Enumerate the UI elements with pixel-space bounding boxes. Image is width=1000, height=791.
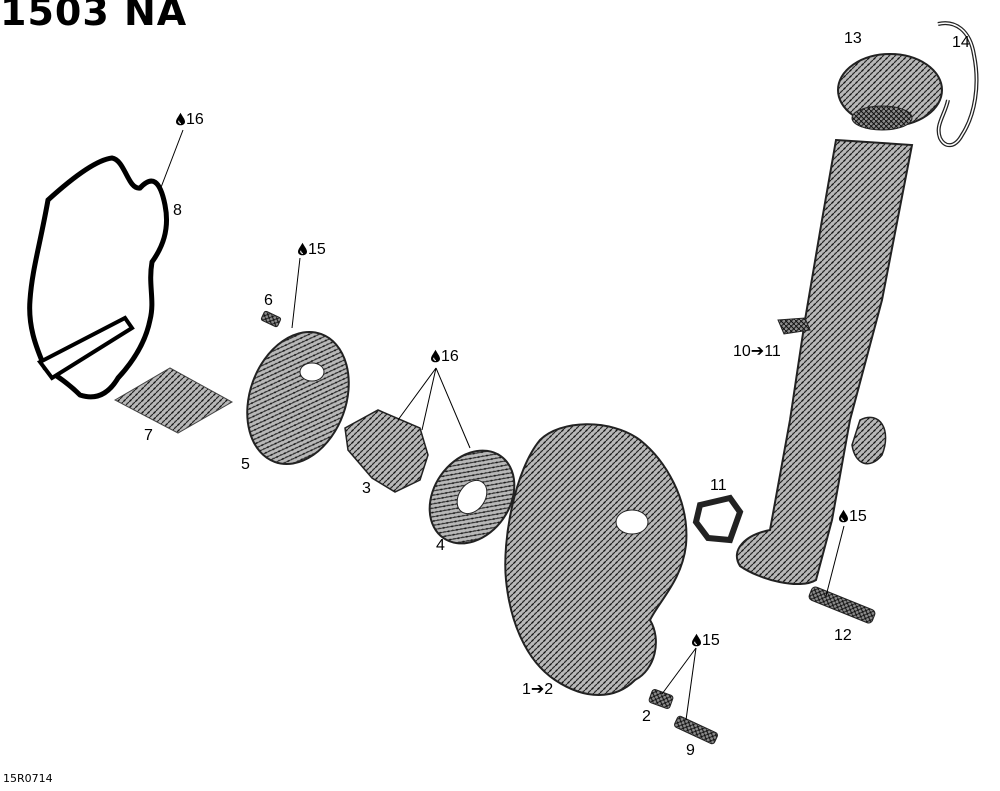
diagram-title: 1503 NA	[0, 0, 188, 34]
part-plate	[113, 367, 234, 434]
oil-drop-icon	[298, 242, 307, 256]
part-tether-inner	[937, 22, 978, 146]
oil-drop-icon	[692, 633, 701, 647]
part-impeller	[344, 409, 429, 493]
part-pipe	[735, 138, 914, 586]
callout-8: 8	[173, 202, 182, 219]
part-pipe-nipple	[777, 317, 811, 335]
oil-drop-icon	[176, 112, 185, 126]
callout-5: 5	[241, 456, 250, 473]
oil-drop-icon	[431, 349, 440, 363]
part-cover-disc	[246, 331, 350, 465]
part-gasket	[27, 155, 169, 400]
lubricant-ref-number: 15	[308, 241, 326, 258]
callout-11: 11	[710, 477, 727, 494]
part-housing	[504, 423, 688, 696]
reference-code: 15R0714	[3, 772, 53, 785]
lubricant-ref-15-b: 15	[692, 632, 720, 650]
lubricant-ref-16-a: 16	[176, 111, 204, 129]
lubricant-ref-number: 15	[849, 508, 867, 525]
lubricant-ref-number: 16	[186, 111, 204, 128]
callout-7: 7	[144, 427, 153, 444]
callout-3: 3	[362, 480, 371, 497]
part-cover-disc-hub	[299, 362, 325, 382]
part-gasket-inner	[36, 164, 160, 389]
leader-lines	[159, 129, 845, 721]
lubricant-ref-15-c: 15	[839, 508, 867, 526]
part-housing-port	[615, 509, 649, 535]
oil-drop-icon	[839, 509, 848, 523]
callout-13: 13	[844, 30, 862, 47]
callout-10: 10➔11	[733, 343, 781, 360]
part-pipe-clamp	[851, 416, 887, 465]
callout-9: 9	[686, 742, 695, 759]
part-screw-12	[808, 586, 876, 624]
part-ring-hole	[456, 479, 488, 515]
callout-14: 14	[952, 34, 970, 51]
lubricant-ref-number: 15	[702, 632, 720, 649]
callout-2: 2	[642, 708, 651, 725]
part-screw	[260, 310, 282, 328]
lubricant-ref-number: 16	[441, 348, 459, 365]
part-bolt-9	[674, 715, 718, 745]
part-bolt-2	[648, 689, 674, 709]
callout-1: 1➔2	[522, 681, 554, 698]
callout-4: 4	[436, 537, 445, 554]
callout-6: 6	[264, 292, 273, 309]
part-seal	[692, 494, 744, 544]
callout-12: 12	[834, 627, 852, 644]
part-cap-base	[851, 105, 913, 131]
lubricant-ref-16-b: 16	[431, 348, 459, 366]
lubricant-ref-15-a: 15	[298, 241, 326, 259]
part-gasket-tab	[36, 315, 135, 381]
